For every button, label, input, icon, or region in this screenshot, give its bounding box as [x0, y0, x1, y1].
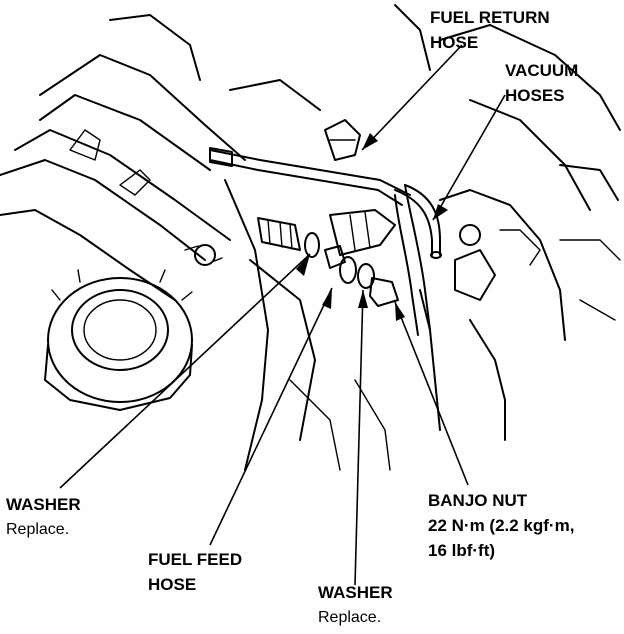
- washer-bottom-leader: [354, 289, 364, 586]
- oil-filler-cap-drawing: [44, 269, 193, 411]
- engine-block-drawing: [0, 4, 621, 471]
- callout-leaders: [59, 44, 506, 586]
- vacuum-hoses-leader: [432, 94, 506, 221]
- fuel-return-hose-label: FUEL RETURN HOSE: [430, 5, 550, 55]
- banjo-nut-arrowhead: [395, 302, 405, 321]
- vacuum-hoses-line-1: VACUUM: [505, 61, 579, 80]
- fuel-feed-hose-arrowhead: [322, 288, 332, 309]
- vacuum-hoses-line-2: HOSES: [505, 86, 565, 105]
- washer-bottom-note: Replace.: [318, 609, 382, 626]
- washer-left-label: WASHER Replace.: [6, 492, 81, 542]
- vacuum-hoses-label: VACUUM HOSES: [505, 58, 578, 108]
- fuel-return-hose-line-1: FUEL RETURN: [430, 8, 550, 27]
- banjo-nut-torque-line-2: 16 lbf·ft): [428, 541, 496, 560]
- vacuum-hoses-arrowhead: [433, 204, 448, 220]
- washer-left-note: Replace.: [6, 521, 70, 538]
- fuel-feed-hose-line-2: HOSE: [148, 575, 197, 594]
- banjo-nut-label: BANJO NUT 22 N·m (2.2 kgf·m, 16 lbf·ft): [428, 488, 574, 563]
- fuel-return-hose-arrowhead: [362, 133, 378, 150]
- fuel-return-hose-leader: [361, 44, 463, 151]
- fuel-return-hose-line-2: HOSE: [430, 33, 479, 52]
- washer-left-leader: [59, 253, 311, 489]
- washer-bottom-title: WASHER: [318, 583, 393, 602]
- fuel-feed-hose-leader: [209, 287, 333, 546]
- fuel-feed-hose-label: FUEL FEED HOSE: [148, 547, 242, 597]
- banjo-nut-title: BANJO NUT: [428, 491, 528, 510]
- washer-bottom-arrowhead: [358, 290, 368, 308]
- washer-left-arrowhead: [296, 254, 310, 276]
- banjo-nut-torque-line-1: 22 N·m (2.2 kgf·m,: [428, 516, 575, 535]
- washer-bottom-label: WASHER Replace.: [318, 580, 393, 630]
- washer-left-title: WASHER: [6, 495, 81, 514]
- fuel-hoses-drawing: [184, 119, 481, 336]
- banjo-nut-leader: [394, 301, 469, 486]
- fuel-feed-hose-line-1: FUEL FEED: [148, 550, 243, 569]
